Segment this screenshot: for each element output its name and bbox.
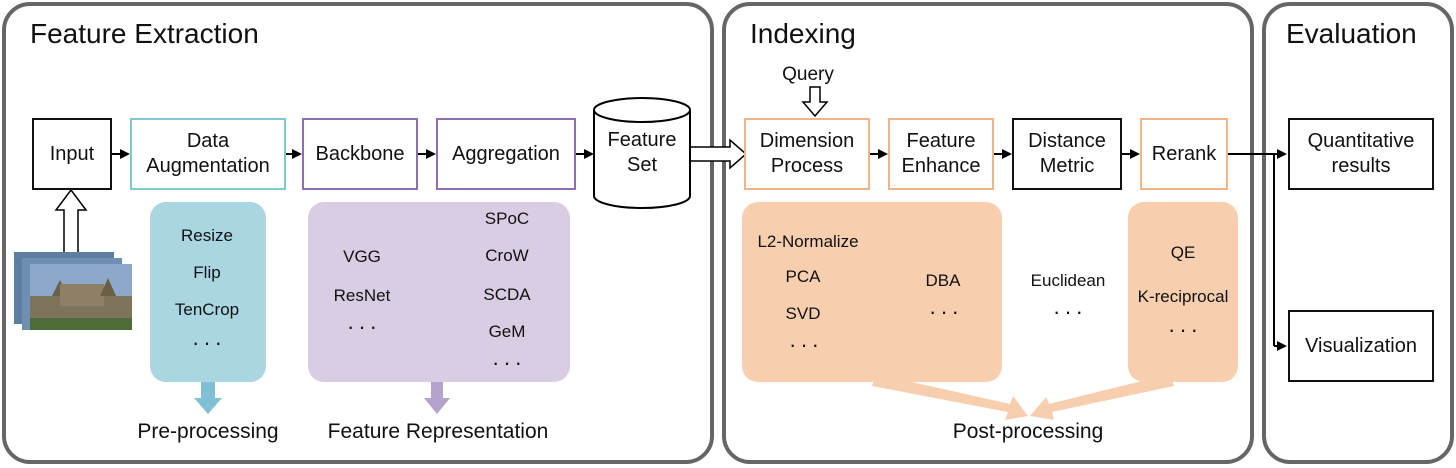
- aggregation-label: Aggregation: [452, 142, 560, 165]
- rerank-group: [1128, 202, 1238, 382]
- dim-item-l2normalize: L2-Normalize: [757, 232, 859, 251]
- purple-down-arrow: [424, 382, 450, 414]
- feature-set-label: Feature Set: [607, 129, 677, 176]
- aggregation-item-spoc: SPoC: [484, 209, 530, 228]
- preprocessing-group: [150, 202, 266, 382]
- feature-set-cylinder: [593, 97, 691, 209]
- backbone-ellipsis: ···: [347, 314, 381, 339]
- aggregation-box: Aggregation: [436, 118, 576, 190]
- distance-ellipsis: ···: [1053, 299, 1087, 324]
- dim-ellipsis: ···: [789, 332, 823, 357]
- feature-extraction-title: Feature Extraction: [30, 18, 259, 49]
- preproc-ellipsis: ···: [192, 330, 226, 355]
- evaluation-panel: [1262, 2, 1454, 464]
- dimension-process-box: Dimension Process: [744, 118, 870, 190]
- preprocessing-label: Pre-processing: [137, 420, 279, 443]
- input-box: Input: [32, 118, 112, 190]
- aggregation-item-scda: SCDA: [483, 285, 531, 304]
- blue-down-arrow: [194, 382, 222, 414]
- quantitative-results-label: Quantitative results: [1307, 130, 1415, 177]
- rerank-ellipsis: ···: [1168, 317, 1202, 342]
- feature-extraction-panel: [2, 2, 714, 464]
- hollow-arrow-query: [801, 86, 829, 118]
- dim-item-pca: PCA: [785, 267, 821, 286]
- post-arrow-left: [872, 374, 1028, 420]
- data-augmentation-box: Data Augmentation: [130, 118, 286, 190]
- evaluation-title: Evaluation: [1286, 18, 1417, 49]
- preproc-item-flip: Flip: [193, 263, 221, 282]
- backbone-item-vgg: VGG: [343, 247, 381, 266]
- dimension-enhance-group: [742, 202, 1002, 382]
- backbone-box: Backbone: [302, 118, 418, 190]
- query-label: Query: [782, 64, 834, 85]
- visualization-box: Visualization: [1288, 310, 1434, 382]
- data-augmentation-label: Data Augmentation: [146, 130, 270, 177]
- aggregation-ellipsis: ···: [492, 350, 526, 375]
- hollow-arrow-featureset-dimension: [689, 138, 748, 170]
- feature-enhance-label: Feature Enhance: [901, 130, 981, 177]
- input-label: Input: [49, 142, 95, 165]
- aggregation-item-gem: GeM: [488, 322, 526, 341]
- rerank-box: Rerank: [1140, 118, 1228, 190]
- backbone-label: Backbone: [315, 142, 405, 165]
- hollow-arrow-image-input: [54, 188, 88, 258]
- rerank-label: Rerank: [1151, 142, 1217, 165]
- distance-metric-label: Distance Metric: [1028, 130, 1106, 177]
- aggregation-item-crow: CroW: [485, 246, 529, 265]
- indexing-panel: [722, 2, 1254, 464]
- representation-group: [308, 202, 570, 382]
- postprocessing-label: Post-processing: [952, 420, 1104, 443]
- dim-item-svd: SVD: [785, 304, 821, 323]
- indexing-title: Indexing: [750, 18, 856, 49]
- rerank-item-qe: QE: [1170, 243, 1196, 262]
- rerank-item-kreciprocal: K-reciprocal: [1137, 287, 1229, 306]
- quantitative-results-box: Quantitative results: [1288, 118, 1434, 190]
- distance-item-euclidean: Euclidean: [1030, 271, 1106, 290]
- feature-enhance-box: Feature Enhance: [888, 118, 994, 190]
- visualization-label: Visualization: [1305, 334, 1417, 357]
- enhance-item-dba: DBA: [925, 271, 961, 290]
- preproc-item-tencrop: TenCrop: [174, 300, 240, 319]
- feature-representation-label: Feature Representation: [327, 420, 549, 443]
- preproc-item-resize: Resize: [181, 226, 233, 245]
- input-image-stack: [14, 252, 132, 330]
- post-arrow-right: [1030, 374, 1174, 420]
- enhance-ellipsis: ···: [929, 299, 963, 324]
- backbone-item-resnet: ResNet: [333, 286, 391, 305]
- dimension-process-label: Dimension Process: [759, 130, 855, 177]
- distance-metric-box: Distance Metric: [1012, 118, 1122, 190]
